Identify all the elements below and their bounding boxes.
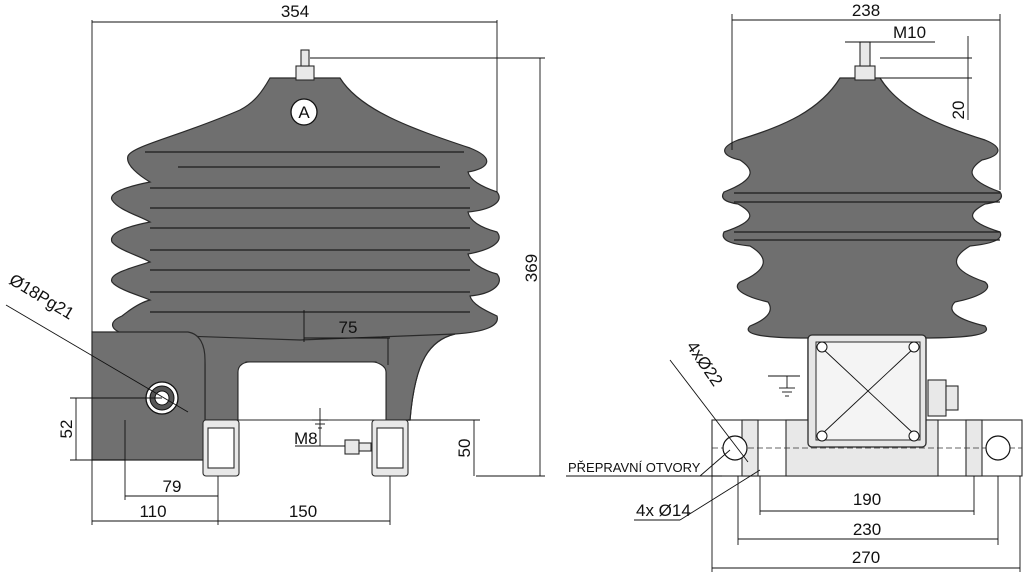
front-top-terminal: A	[290, 49, 318, 126]
side-transport-holes	[722, 435, 1011, 461]
side-view: 238 M10 20 4xØ22 PŘEPRAVNÍ OTVORY 4x Ø14	[566, 1, 1023, 572]
front-ribs	[145, 151, 470, 313]
front-arch-window	[237, 361, 387, 421]
dim-270: 270	[852, 548, 880, 567]
dim-thread-gland: Ø18Pg21	[6, 270, 77, 323]
front-ground-bolt: M8	[294, 408, 372, 455]
dim-20: 20	[949, 101, 968, 120]
dim-50: 50	[455, 439, 474, 458]
dim-m10: M10	[893, 23, 926, 42]
dim-holes-22: 4xØ22	[683, 338, 727, 390]
side-ribs	[734, 192, 1000, 241]
dim-150: 150	[289, 502, 317, 521]
terminal-a-marker	[290, 98, 318, 126]
dim-110: 110	[139, 502, 166, 521]
dim-238: 238	[852, 1, 880, 20]
transport-holes-label: PŘEPRAVNÍ OTVORY	[568, 460, 701, 475]
dim-369: 369	[522, 254, 541, 282]
front-view: A M8	[5, 2, 545, 525]
dim-75: 75	[339, 318, 358, 337]
dim-79: 79	[163, 477, 182, 496]
side-ground-symbol	[768, 375, 800, 397]
dim-holes-14: 4x Ø14	[636, 501, 691, 520]
dim-190: 190	[853, 490, 881, 509]
dim-52: 52	[57, 420, 76, 439]
dim-354: 354	[281, 2, 309, 21]
side-junction-box	[807, 334, 959, 448]
dim-230: 230	[853, 520, 881, 539]
side-top-terminal	[854, 41, 876, 81]
terminal-a-label: A	[298, 103, 310, 122]
ground-bolt-label: M8	[294, 429, 318, 448]
